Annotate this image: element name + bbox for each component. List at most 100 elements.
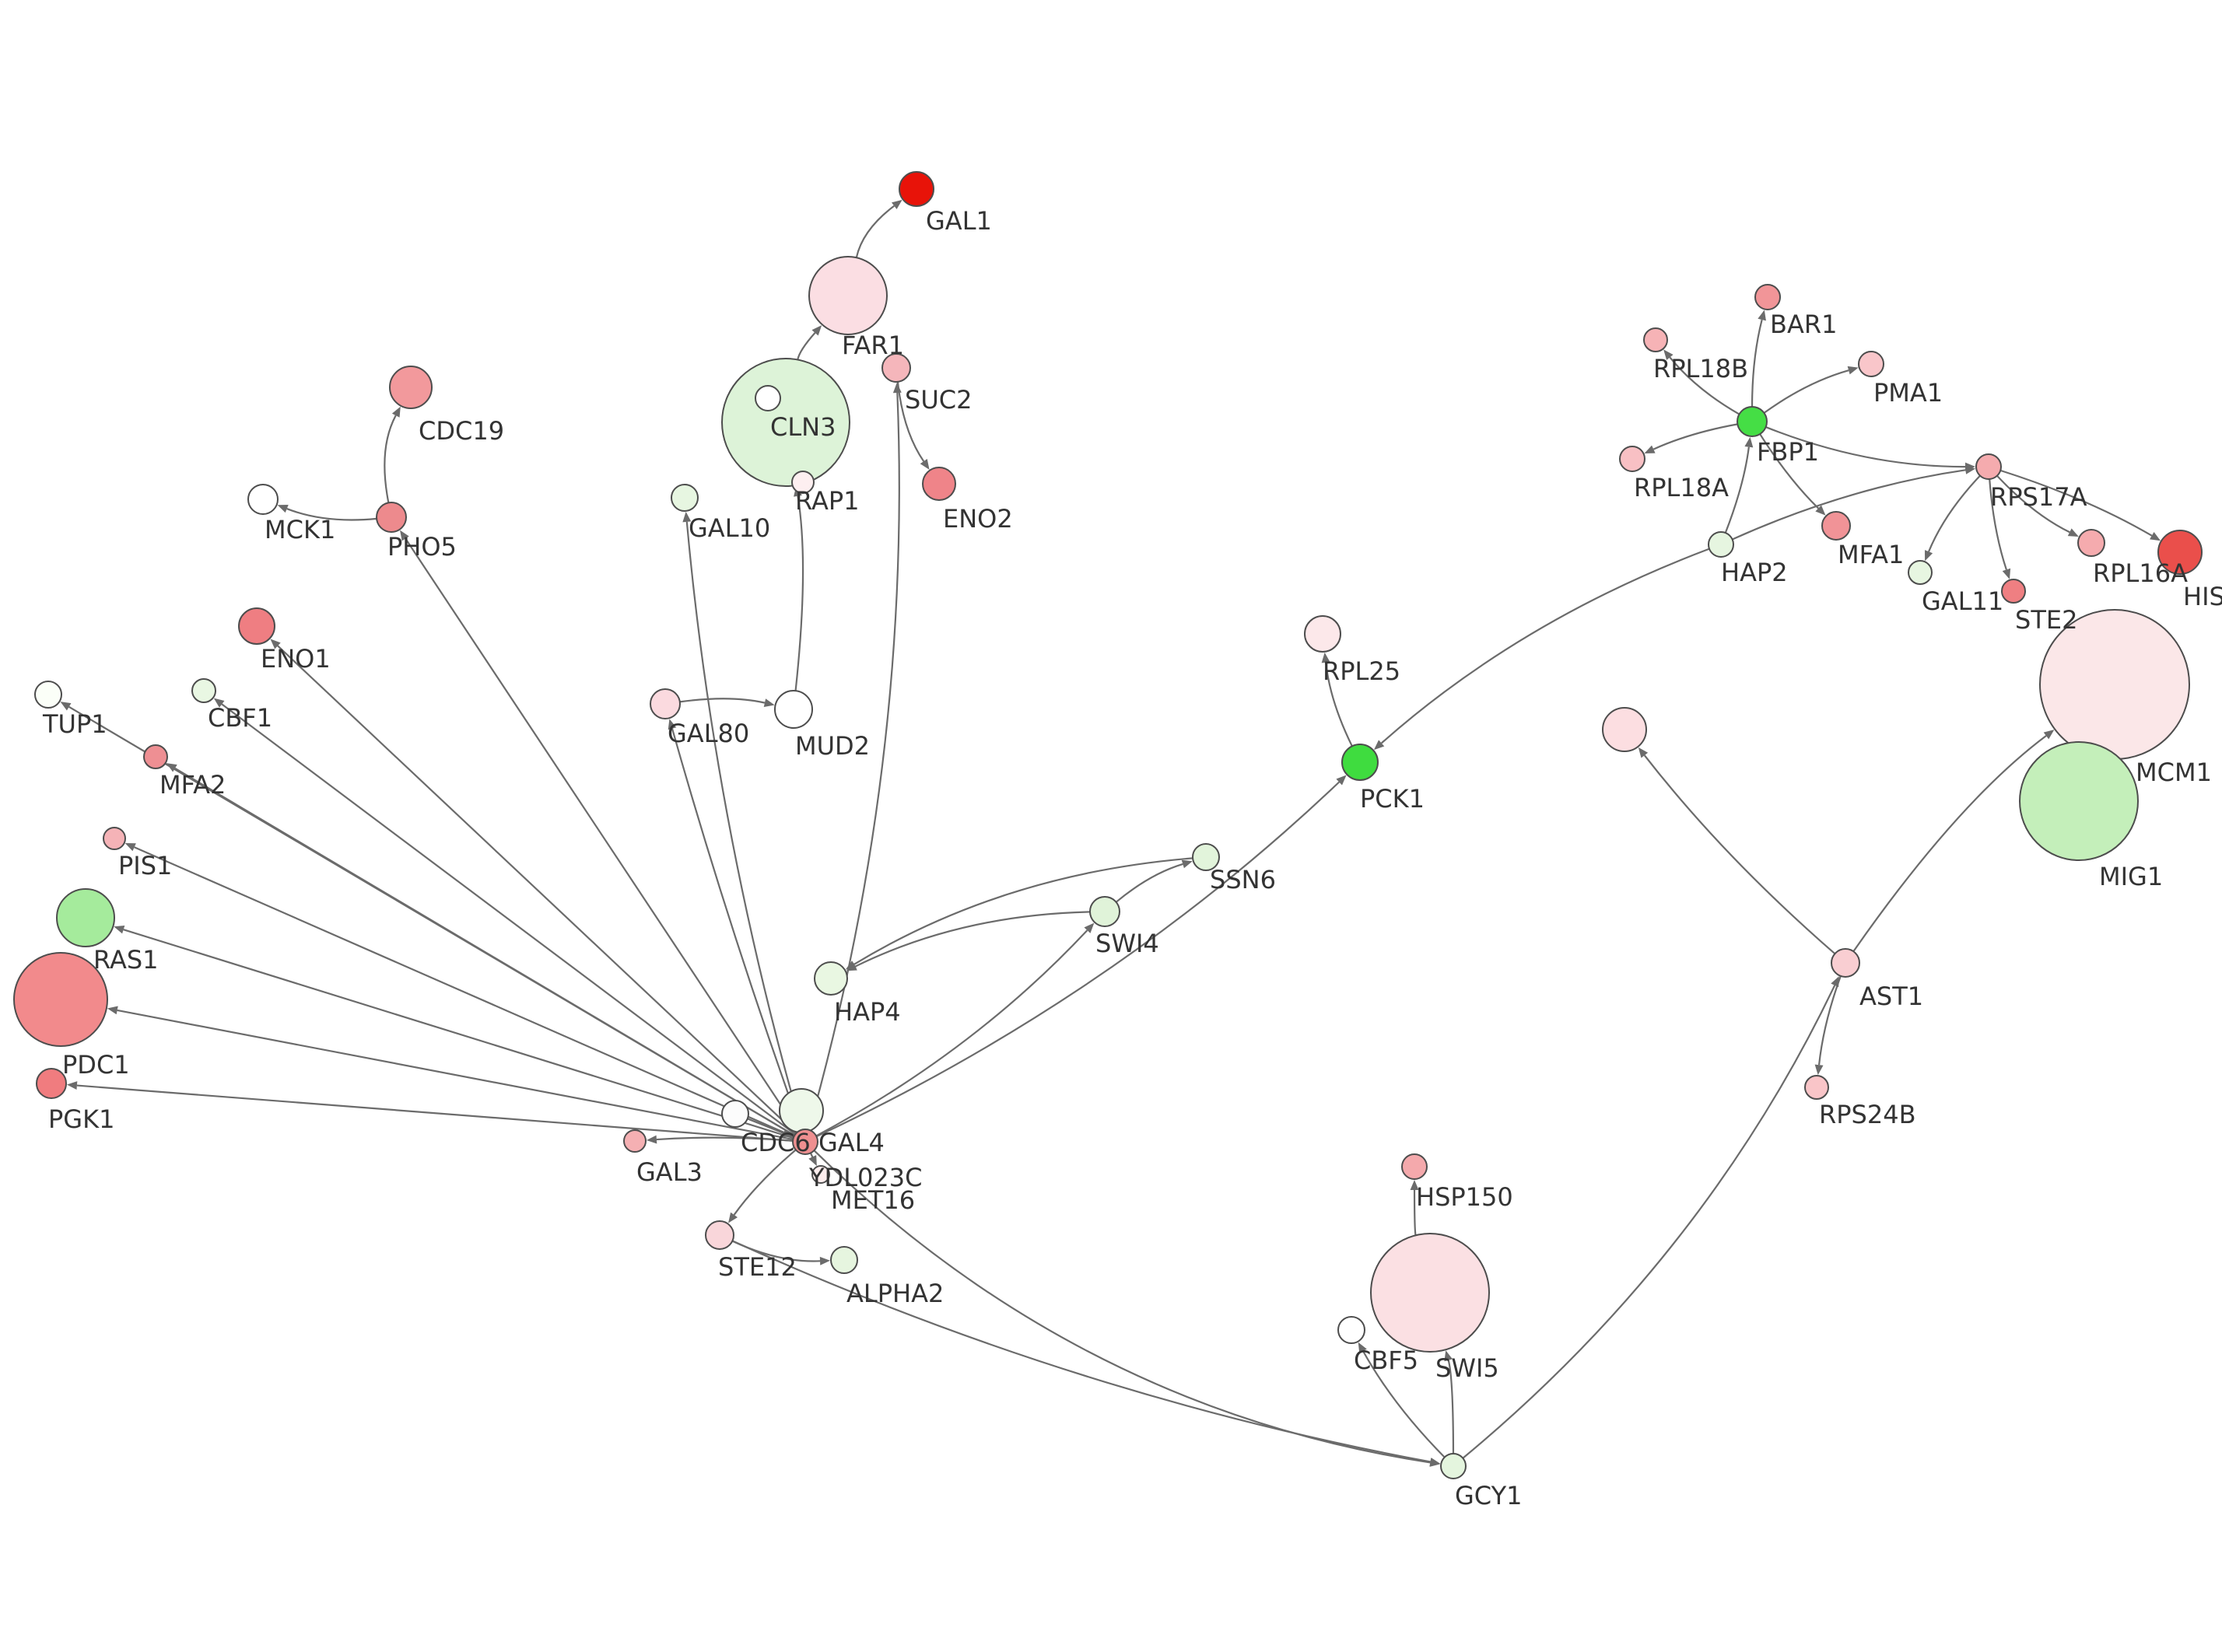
node-GAL4[interactable] xyxy=(792,1129,818,1155)
edge-RPS17A-GAL11[interactable] xyxy=(1928,474,1981,552)
node-PCK1[interactable] xyxy=(1341,744,1379,781)
node-PIS1[interactable] xyxy=(103,827,126,850)
node-HAP4[interactable] xyxy=(814,961,848,996)
node-STE2[interactable] xyxy=(2001,579,2026,604)
edge-GAL4-PHO5[interactable] xyxy=(405,537,800,1132)
edge-GCY1-SWI5[interactable] xyxy=(1447,1360,1455,1454)
node-SWI5[interactable] xyxy=(1370,1233,1490,1353)
edge-GAL4-SWI4[interactable] xyxy=(815,929,1088,1137)
edge-HAP2-PCK1[interactable] xyxy=(1380,548,1710,744)
edge-CDC6-GAL4[interactable] xyxy=(747,1118,784,1134)
edge-GAL4-RAS1[interactable] xyxy=(123,929,794,1139)
edge-FBP1-PMA1[interactable] xyxy=(1763,369,1849,414)
node-GAL11[interactable] xyxy=(1908,560,1933,585)
node-PDC1[interactable] xyxy=(13,952,108,1047)
node-RPS17A[interactable] xyxy=(1975,453,2002,480)
node-PHO5[interactable] xyxy=(376,502,407,533)
node-CBF1[interactable] xyxy=(191,678,216,703)
node-CDC6[interactable] xyxy=(721,1100,749,1128)
edge-GAL4-PDC1[interactable] xyxy=(117,1009,794,1141)
node-NODE_B[interactable] xyxy=(1602,707,1647,752)
node-ENO1[interactable] xyxy=(238,607,275,645)
edge-GAL4-GCY1[interactable] xyxy=(813,1150,1431,1464)
edge-GAL4-PGK1[interactable] xyxy=(76,1084,794,1142)
edge-GAL4-MFA2[interactable] xyxy=(174,767,795,1136)
edge-PHO5-MCK1[interactable] xyxy=(286,508,377,521)
edge-SWI4-HAP4[interactable] xyxy=(854,911,1091,968)
node-ALPHA2[interactable] xyxy=(830,1246,858,1274)
edge-GAL4-CBF1[interactable] xyxy=(221,703,796,1136)
edge-SUC2-ENO2[interactable] xyxy=(896,381,925,462)
edge-GCY1-CBF5[interactable] xyxy=(1362,1350,1446,1458)
edge-GAL4-PIS1[interactable] xyxy=(134,846,794,1138)
edge-RPS17A-RPL16A[interactable] xyxy=(1996,474,2070,534)
node-HIS4[interactable] xyxy=(2157,530,2203,575)
node-ENO2[interactable] xyxy=(922,467,956,501)
edge-FBP1-BAR1[interactable] xyxy=(1751,319,1763,408)
node-MUD2[interactable] xyxy=(774,690,813,729)
edge-HAP2-RPS17A[interactable] xyxy=(1732,469,1966,541)
node-SWI4[interactable] xyxy=(1089,896,1120,927)
node-RPL16A[interactable] xyxy=(2077,529,2105,557)
node-CDC19[interactable] xyxy=(389,366,433,409)
node-RAP1[interactable] xyxy=(791,471,815,494)
edge-GAL4-STE12[interactable] xyxy=(733,1149,797,1216)
edge-RPS17A-HIS4[interactable] xyxy=(1999,469,2153,537)
node-GCY1[interactable] xyxy=(1440,1453,1467,1479)
node-GAL80[interactable] xyxy=(650,688,681,719)
edge-FBP1-RPS17A[interactable] xyxy=(1765,426,1966,468)
node-MFA1[interactable] xyxy=(1821,511,1851,541)
node-AST1[interactable] xyxy=(1831,948,1860,978)
node-MET16[interactable] xyxy=(811,1165,830,1184)
edge-MUD2-CLN3[interactable] xyxy=(794,495,804,691)
edge-GCY1-AST1[interactable] xyxy=(1462,985,1836,1459)
node-NODE_A[interactable] xyxy=(755,385,781,411)
node-RPS24B[interactable] xyxy=(1804,1075,1829,1100)
node-SSN6[interactable] xyxy=(1192,843,1220,871)
edge-FBP1-MFA1[interactable] xyxy=(1759,433,1819,509)
node-FBP1[interactable] xyxy=(1737,406,1768,437)
node-GAL1[interactable] xyxy=(899,171,934,207)
node-GAL10[interactable] xyxy=(671,484,699,512)
node-FAR1[interactable] xyxy=(808,256,888,335)
node-SUC2[interactable] xyxy=(881,353,911,383)
node-RPL18A[interactable] xyxy=(1619,446,1645,472)
edge-SWI5-HSP150[interactable] xyxy=(1413,1189,1417,1236)
node-CLN3[interactable] xyxy=(721,358,850,487)
edge-FBP1-RPL18B[interactable] xyxy=(1669,356,1740,415)
edge-CLN3-FAR1[interactable] xyxy=(797,332,816,360)
edge-AST1-MCM1[interactable] xyxy=(1852,735,2047,952)
node-BAR1[interactable] xyxy=(1754,284,1781,310)
edge-GAL4-GAL3[interactable] xyxy=(656,1136,794,1142)
edge-GAL4-GAL10[interactable] xyxy=(685,521,803,1130)
node-PGK1[interactable] xyxy=(36,1068,67,1099)
node-MIG1[interactable] xyxy=(2019,741,2139,861)
edge-GAL4-GAL80[interactable] xyxy=(671,728,802,1131)
node-RPL25[interactable] xyxy=(1304,615,1341,653)
edge-PCK1-RPL25[interactable] xyxy=(1324,662,1353,747)
edge-RPS17A-STE2[interactable] xyxy=(1989,478,2007,570)
edge-GAL80-MUD2[interactable] xyxy=(679,698,766,704)
node-CBF5[interactable] xyxy=(1337,1316,1365,1344)
node-TUP1[interactable] xyxy=(34,681,62,709)
node-RAS1[interactable] xyxy=(56,888,115,947)
edge-PHO5-CDC19[interactable] xyxy=(384,415,397,503)
edge-AST1-NODE_B[interactable] xyxy=(1643,754,1836,955)
edge-SSN6-HAP4[interactable] xyxy=(853,857,1193,965)
edge-SWI4-SSN6[interactable] xyxy=(1115,863,1183,903)
node-MCK1[interactable] xyxy=(247,484,279,515)
node-RPL18B[interactable] xyxy=(1643,327,1668,352)
node-HSP150[interactable] xyxy=(1401,1153,1428,1180)
edge-GAL4-PCK1[interactable] xyxy=(816,781,1340,1138)
edge-STE12-GCY1[interactable] xyxy=(731,1240,1431,1463)
node-GAL3[interactable] xyxy=(623,1129,647,1153)
edge-FAR1-GAL1[interactable] xyxy=(855,205,895,258)
node-MFA2[interactable] xyxy=(143,744,168,769)
edge-AST1-RPS24B[interactable] xyxy=(1817,975,1842,1066)
node-PMA1[interactable] xyxy=(1858,351,1884,377)
node-STE12[interactable] xyxy=(705,1220,734,1250)
node-YDL023C[interactable] xyxy=(779,1088,824,1133)
edge-HAP2-FBP1[interactable] xyxy=(1724,446,1750,534)
edge-GAL4-SUC2[interactable] xyxy=(808,392,900,1130)
node-HAP2[interactable] xyxy=(1708,531,1734,558)
